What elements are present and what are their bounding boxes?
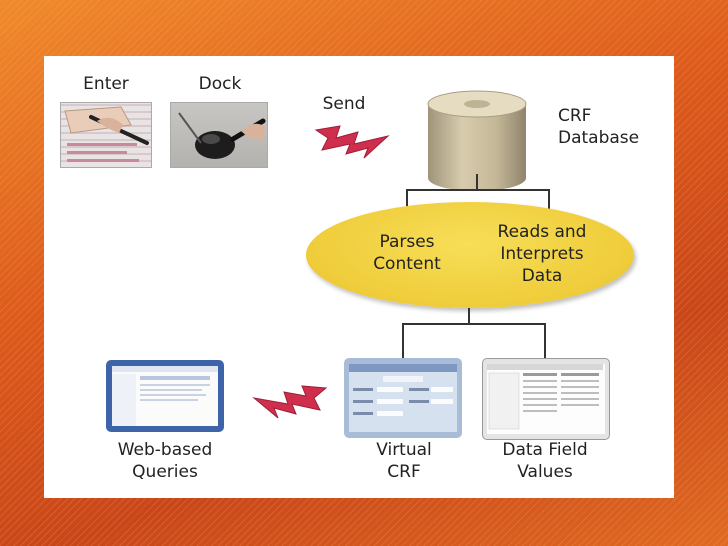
data-field-values-screen <box>482 358 610 440</box>
send-bolt-icon <box>314 125 390 159</box>
processing-ellipse <box>306 202 634 308</box>
crf-database-label-line2: Database <box>558 128 640 148</box>
crf-database-label-line1: CRF <box>558 106 592 126</box>
reads-interprets-label-line1: Reads and <box>497 222 587 242</box>
connector-db-down <box>476 174 478 190</box>
dock-label: Dock <box>198 74 242 94</box>
return-bolt-icon <box>252 385 328 419</box>
reads-interprets-label-line3: Data <box>521 266 563 286</box>
diagram-panel: Enter Dock Send <box>44 56 674 498</box>
connector-top-right-down <box>548 189 550 219</box>
crf-form-mock-icon <box>349 364 457 416</box>
handheld-dock-icon <box>178 112 266 159</box>
data-field-values-label-line2: Values <box>517 462 573 482</box>
enter-label: Enter <box>83 74 129 94</box>
connector-bottom-horizontal <box>402 323 546 325</box>
virtual-crf-screen <box>344 358 462 438</box>
database-cylinder-icon <box>427 90 527 191</box>
web-queries-label-line2: Queries <box>132 462 198 482</box>
reads-interprets-label-line2: Interprets <box>500 244 584 264</box>
parses-content-label-line1: Parses <box>379 232 435 252</box>
data-table-mock-icon <box>487 364 603 430</box>
pen-on-form-icon <box>64 106 149 162</box>
connector-bottom-right-down <box>544 323 546 359</box>
connector-bottom-left-down <box>402 323 404 359</box>
virtual-crf-label-line1: Virtual <box>376 440 432 460</box>
connector-ellipse-down <box>468 308 470 324</box>
connector-top-horizontal <box>406 189 550 191</box>
web-page-mock-icon <box>112 366 218 426</box>
pen-on-form-photo <box>60 102 152 168</box>
data-field-values-label-line1: Data Field <box>502 440 588 460</box>
connector-top-left-down <box>406 189 408 219</box>
parses-content-label-line2: Content <box>373 254 441 274</box>
virtual-crf-label-line2: CRF <box>387 462 421 482</box>
web-queries-label-line1: Web-based <box>117 440 213 460</box>
handheld-dock-photo <box>170 102 268 168</box>
send-label: Send <box>322 94 366 114</box>
web-queries-screen <box>106 360 224 432</box>
